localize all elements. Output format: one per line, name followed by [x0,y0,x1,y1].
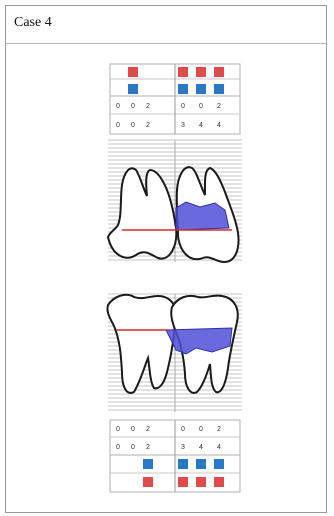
upper-red-marker [128,67,138,77]
upper-teeth [108,167,238,262]
upper-table: 0 0 2 0 0 2 0 0 2 3 4 4 [110,64,240,134]
lower-red-marker [196,477,206,487]
upper-red-marker [196,67,206,77]
probing-depth-value: 4 [217,122,221,129]
probing-depth-value: 0 [131,426,135,433]
probing-depth-value: 4 [199,444,203,451]
lower-blue-marker [214,459,224,469]
upper-red-marker [178,67,188,77]
probing-depth-value: 2 [217,426,221,433]
probing-depth-value: 0 [116,444,120,451]
probing-depth-value: 3 [181,122,185,129]
probing-depth-value: 2 [146,122,150,129]
lower-blue-marker [196,459,206,469]
upper-blue-marker [196,84,206,94]
upper-blue-marker [128,84,138,94]
probing-depth-value: 2 [146,444,150,451]
upper-blue-marker [178,84,188,94]
lower-blue-marker [178,459,188,469]
lower-red-marker [178,477,188,487]
probing-depth-value: 0 [181,426,185,433]
probing-depth-value: 0 [131,122,135,129]
probing-depth-value: 0 [181,103,185,110]
lower-table: 0 0 2 0 0 2 0 0 2 3 4 4 [110,420,240,492]
probing-depth-value: 0 [199,103,203,110]
upper-blue-marker [214,84,224,94]
lower-red-marker [143,477,153,487]
probing-depth-value: 0 [116,103,120,110]
probing-depth-value: 3 [181,444,185,451]
probing-depth-value: 0 [131,103,135,110]
probing-depth-value: 0 [116,426,120,433]
probing-depth-value: 0 [199,426,203,433]
probing-depth-value: 0 [131,444,135,451]
probing-depth-value: 2 [146,426,150,433]
probing-depth-value: 2 [146,103,150,110]
lower-red-marker [214,477,224,487]
probing-depth-value: 4 [199,122,203,129]
probing-depth-value: 2 [217,103,221,110]
lower-blue-marker [143,459,153,469]
upper-tooth-left [108,168,176,258]
upper-red-marker [214,67,224,77]
probing-depth-value: 0 [116,122,120,129]
probing-depth-value: 4 [217,444,221,451]
